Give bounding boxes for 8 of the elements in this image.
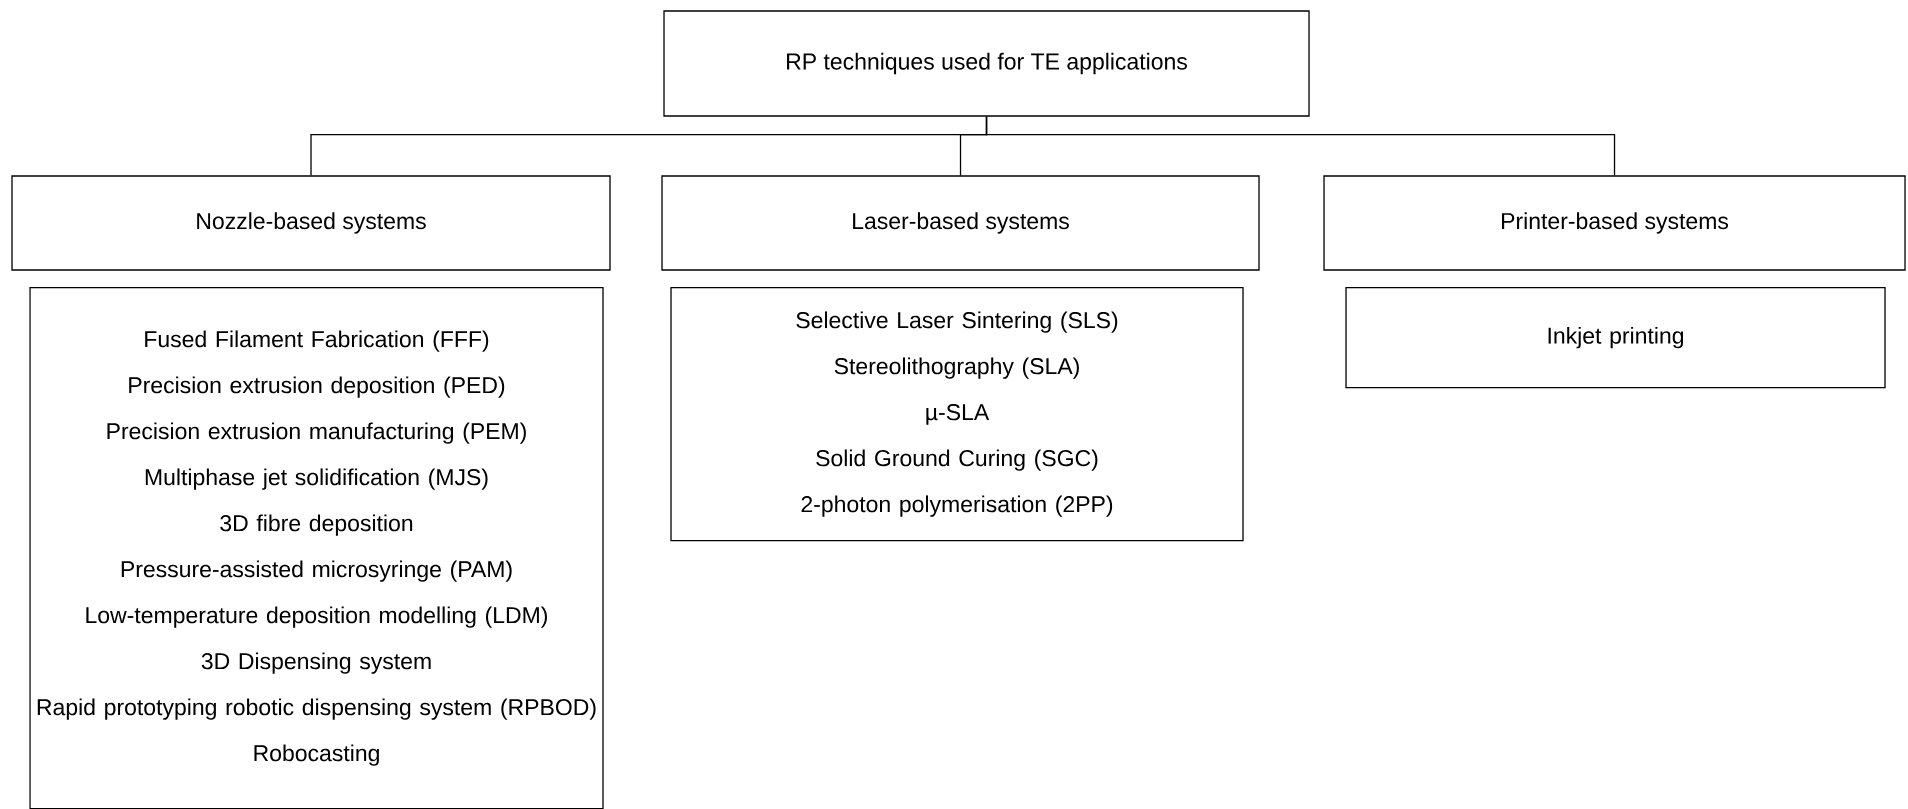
list-box: Fused Filament Fabrication (FFF) Precision extrusion deposition (PED) Precision extrusion manufacturing (PEM) Multiphase jet solidification (MJS) 3D fibre deposition Pressure-assisted microsyringe (PAM) Low-temperature deposition modelling (LDM) 3D Dispensing system Rapid prototyping robotic dispensing system (RPBOD) Robocasting bbox=[29, 287, 604, 809]
category-box: Nozzle-based systems bbox=[11, 175, 611, 271]
list-box: Inkjet printing bbox=[1345, 287, 1886, 389]
list-box: Selective Laser Sintering (SLS) Stereolithography (SLA) µ-SLA Solid Ground Curing (SGC) 2-photon polymerisation (2PP) bbox=[670, 287, 1244, 542]
category-box: Printer-based systems bbox=[1323, 175, 1906, 271]
category-box: Laser-based systems bbox=[661, 175, 1260, 271]
title-box: RP techniques used for TE applications bbox=[663, 10, 1310, 117]
connector-line bbox=[985, 116, 1616, 176]
